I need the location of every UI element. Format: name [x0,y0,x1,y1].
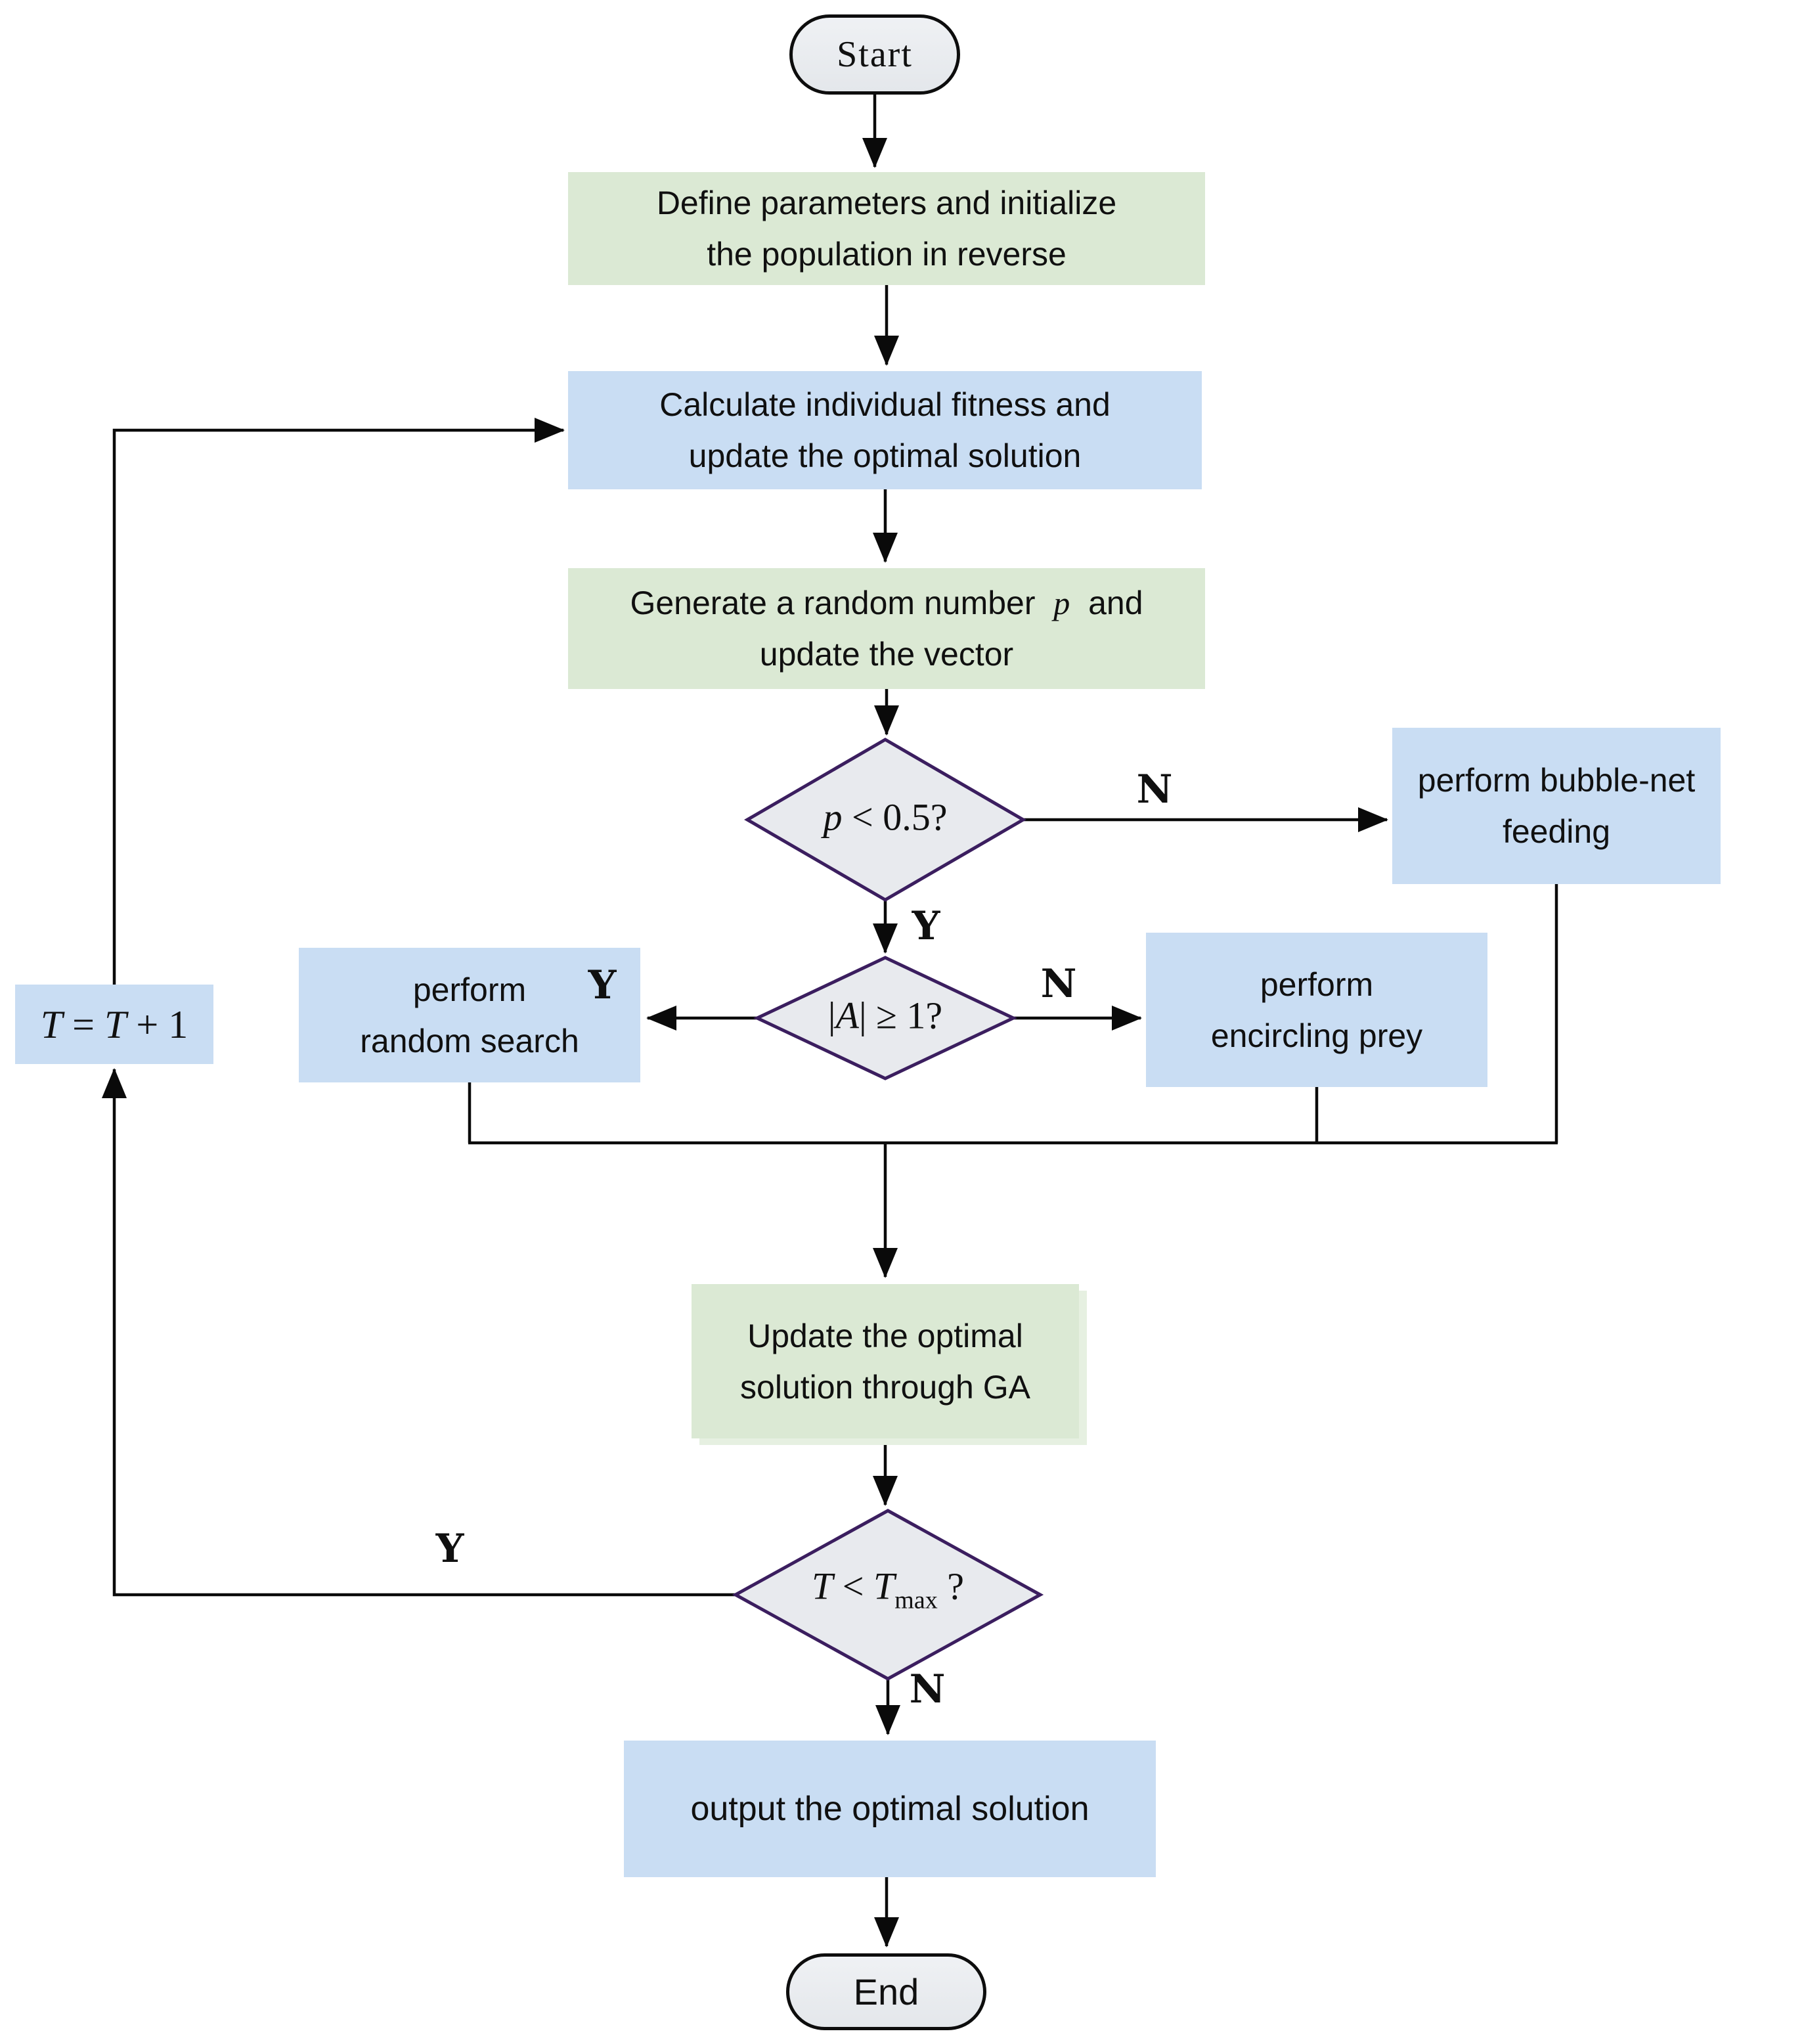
process-generate-p: Generate a random number p and update th… [568,568,1205,689]
process-init-population: Define parameters and initialize the pop… [568,172,1205,285]
edge-label-a-yes: Y [588,962,617,1008]
process-ga-update: Update the optimal solution through GA [692,1284,1079,1438]
var-p: p [823,795,843,839]
var-t: T [40,1002,63,1046]
edge-label-a-no: N [1040,961,1077,1007]
arrow-t-yes-to-increment [102,1068,736,1597]
process-text-line: solution through GA [740,1368,1030,1406]
process-text-line: Generate a random number p and [630,577,1143,629]
a-decision-rest: | ≥ 1? [858,994,943,1037]
process-encircling-prey: perform encircling prey [1146,933,1487,1087]
process-text-line: feeding [1502,813,1611,850]
process-random-search: perform random search [299,948,640,1082]
var-t: T [812,1565,833,1608]
process-text-line: Define parameters and initialize [656,185,1117,221]
var-p: p [1053,585,1070,621]
process-calc-fitness: Calculate individual fitness and update … [568,371,1202,489]
edge-label-p-yes: Y [912,903,940,949]
edge-label-t-no: N [909,1666,946,1712]
process-text-line: update the vector [759,636,1014,673]
var-t: T [104,1002,127,1046]
op-eq: = [62,1002,104,1046]
a-decision-diamond [753,956,1017,1080]
edge-label-p-no: N [1136,766,1173,812]
a-decision-text: |A| ≥ 1? [828,994,942,1038]
process-text-line: perform [412,971,527,1008]
t-decision-diamond [732,1509,1044,1681]
op-plus-one: + 1 [126,1002,188,1046]
process-text-line: Calculate individual fitness and [659,386,1111,423]
process-text-line: perform bubble-net [1417,762,1696,799]
edge-label-t-yes: Y [435,1526,464,1572]
end-label: End [853,1970,919,2012]
p-decision-rest: < 0.5? [842,795,948,839]
process-output-solution: output the optimal solution [624,1741,1156,1877]
process-t-increment: T = T + 1 [15,985,213,1064]
question-mark: ? [937,1565,964,1608]
t-increment-text: T = T + 1 [41,999,188,1050]
var-a: A [835,994,859,1037]
start-label: Start [837,34,913,75]
abs-bar: | [827,994,836,1037]
process-text-line: output the optimal solution [690,1790,1089,1828]
p-decision-text: p < 0.5? [824,795,948,839]
process-text-part: Generate a random number [630,585,1036,621]
process-bubble-net: perform bubble-net feeding [1392,728,1721,884]
process-text-line: Update the optimal [747,1317,1023,1354]
process-text-line: the population in reverse [707,236,1067,273]
process-text-line: perform [1260,966,1374,1003]
var-t: T [873,1565,895,1608]
p-decision-diamond [744,738,1026,902]
process-text-line: encircling prey [1210,1017,1423,1054]
start-terminal: Start [789,14,960,95]
subscript-max: max [894,1586,938,1614]
t-decision-text: T < Tmax ? [812,1565,964,1615]
end-terminal: End [786,1953,986,2030]
process-text-line: update the optimal solution [688,437,1082,474]
process-text-part: and [1088,585,1143,621]
process-text-line: random search [360,1022,579,1059]
op-lt: < [833,1565,874,1608]
arrow-increment-to-fitness [112,418,565,985]
